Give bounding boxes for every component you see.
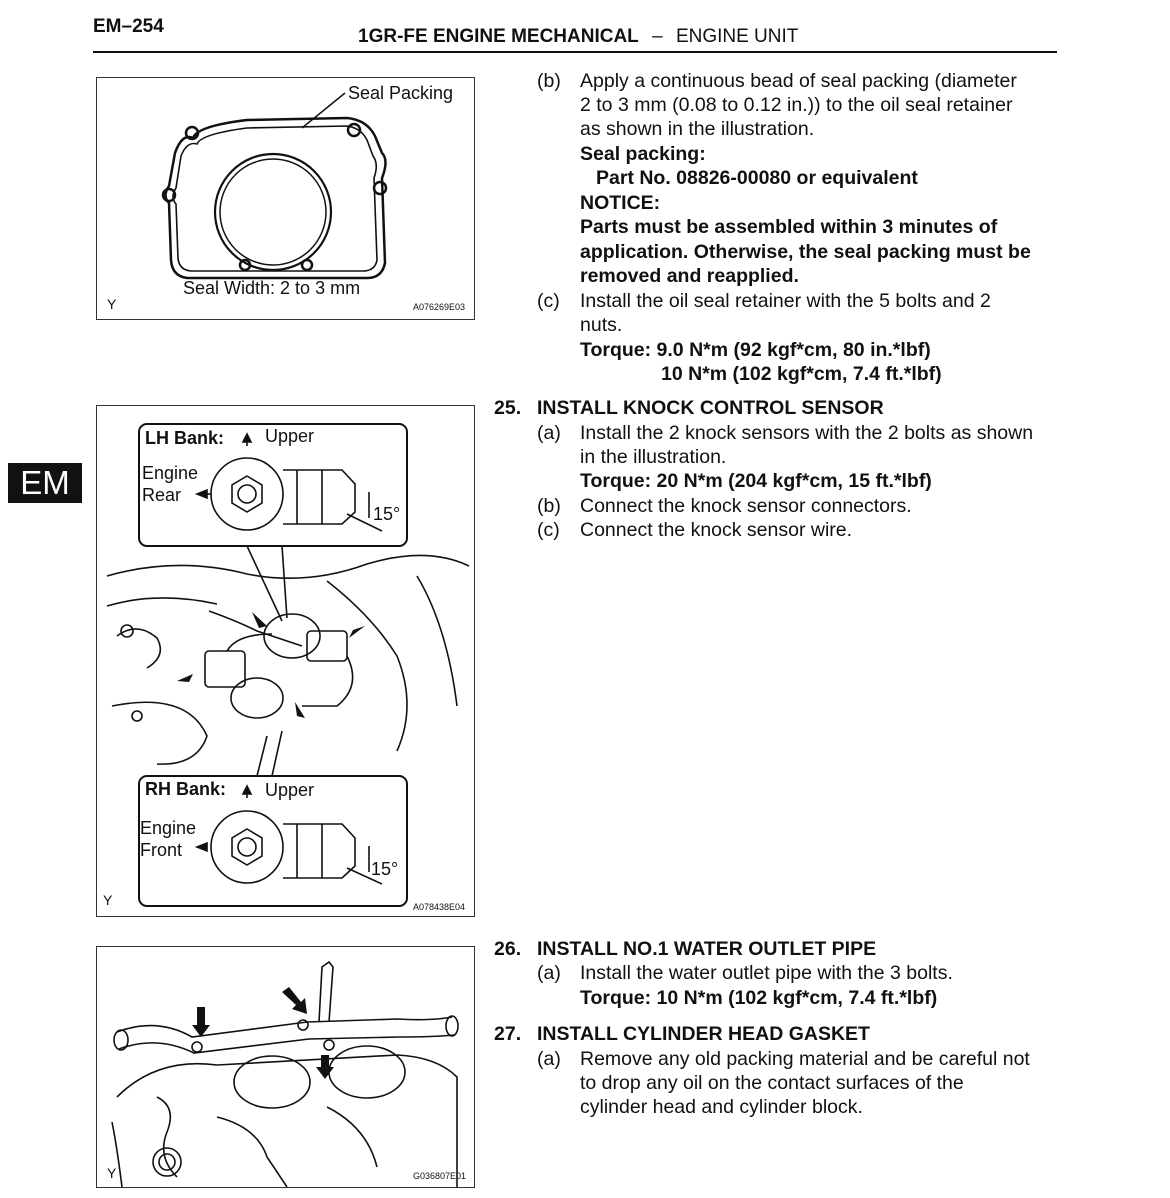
seal-packing-label: Seal Packing [348, 83, 454, 103]
step-27a-label: (a) [537, 1048, 561, 1070]
seal-width-label: Seal Width: 2 to 3 mm [183, 278, 361, 298]
header-title-sub: ENGINE UNIT [675, 26, 799, 47]
figure-y-mark: Y [107, 1165, 117, 1181]
section-tab: EM [8, 463, 82, 503]
engine-rear-label-2: Rear [142, 485, 182, 505]
step-25a-line-1: Install the 2 knock sensors with the 2 b… [580, 422, 1034, 444]
engine-rear-label-1: Engine [142, 463, 199, 483]
figure-oil-seal-retainer: Seal Packing Seal Width: 2 to 3 mm Y A07… [96, 77, 475, 320]
step-26-number: 26. [494, 938, 522, 960]
step-27a-line-3: cylinder head and cylinder block. [580, 1096, 863, 1118]
step-b-label: (b) [537, 70, 561, 92]
oil-seal-retainer-illustration [161, 92, 388, 280]
notice-line-3: removed and reapplied. [580, 265, 799, 287]
step-27-number: 27. [494, 1023, 522, 1045]
section-header: 1GR-FE ENGINE MECHANICAL – ENGINE UNIT [358, 26, 798, 48]
seal-packing-title: Seal packing: [580, 143, 706, 165]
step-25c-text: Connect the knock sensor wire. [580, 519, 853, 541]
step-c-label: (c) [537, 290, 560, 312]
notice-title: NOTICE: [580, 192, 661, 214]
step-25-number: 25. [494, 397, 522, 419]
step-25-torque: Torque: 20 N*m (204 kgf*cm, 15 ft.*lbf) [580, 470, 932, 492]
step-c-line-1: Install the oil seal retainer with the 5… [580, 290, 991, 312]
step-27a-line-1: Remove any old packing material and be c… [580, 1048, 1030, 1070]
step-b-line-1: Apply a continuous bead of seal packing … [580, 70, 1017, 92]
page-number: EM–254 [93, 16, 164, 37]
step-25b-label: (b) [537, 495, 561, 517]
step-b-line-2: 2 to 3 mm (0.08 to 0.12 in.)) to the oil… [580, 94, 1013, 116]
lh-bank-label: LH Bank: [145, 428, 225, 448]
step-b-line-3: as shown in the illustration. [580, 118, 815, 140]
step-c-torque-1: Torque: 9.0 N*m (92 kgf*cm, 80 in.*lbf) [580, 339, 931, 361]
seal-packing-part: Part No. 08826-00080 or equivalent [596, 167, 918, 189]
knock-sensor-illustration [106, 423, 470, 907]
notice-line-2: application. Otherwise, the seal packing… [580, 241, 1031, 263]
step-26a-text: Install the water outlet pipe with the 3… [580, 962, 953, 984]
lh-angle-label: 15° [373, 504, 401, 524]
step-25c-label: (c) [537, 519, 560, 541]
rh-angle-label: 15° [371, 859, 399, 879]
step-25-title: INSTALL KNOCK CONTROL SENSOR [537, 397, 884, 419]
figure-code: G036807E01 [413, 1171, 467, 1181]
rh-bank-label: RH Bank: [145, 779, 227, 799]
figure-y-mark: Y [103, 892, 113, 908]
water-outlet-pipe-illustration [111, 960, 459, 1187]
rh-upper-label: Upper [265, 780, 315, 800]
step-26a-label: (a) [537, 962, 561, 984]
engine-front-label-1: Engine [140, 818, 197, 838]
figure-water-outlet-pipe: Y G036807E01 [96, 946, 475, 1188]
header-divider [93, 51, 1057, 53]
step-27-title: INSTALL CYLINDER HEAD GASKET [537, 1023, 870, 1045]
figure-y-mark: Y [107, 296, 117, 312]
step-25a-label: (a) [537, 422, 561, 444]
step-25b-text: Connect the knock sensor connectors. [580, 495, 912, 517]
lh-upper-label: Upper [265, 426, 315, 446]
engine-front-label-2: Front [140, 840, 183, 860]
step-27a-line-2: to drop any oil on the contact surfaces … [580, 1072, 964, 1094]
notice-line-1: Parts must be assembled within 3 minutes… [580, 216, 998, 238]
step-25a-line-2: in the illustration. [580, 446, 727, 468]
header-separator: – [652, 26, 663, 47]
step-c-torque-2: 10 N*m (102 kgf*cm, 7.4 ft.*lbf) [661, 363, 942, 385]
step-c-line-2: nuts. [580, 314, 623, 336]
figure-code: A078438E04 [413, 902, 466, 912]
header-title-main: 1GR-FE ENGINE MECHANICAL [358, 26, 639, 47]
step-26-title: INSTALL NO.1 WATER OUTLET PIPE [537, 938, 877, 960]
figure-knock-sensors: LH Bank: Upper Engine Rear 15° RH Bank: … [96, 405, 475, 917]
figure-code: A076269E03 [413, 302, 466, 312]
step-26-torque: Torque: 10 N*m (102 kgf*cm, 7.4 ft.*lbf) [580, 987, 938, 1009]
